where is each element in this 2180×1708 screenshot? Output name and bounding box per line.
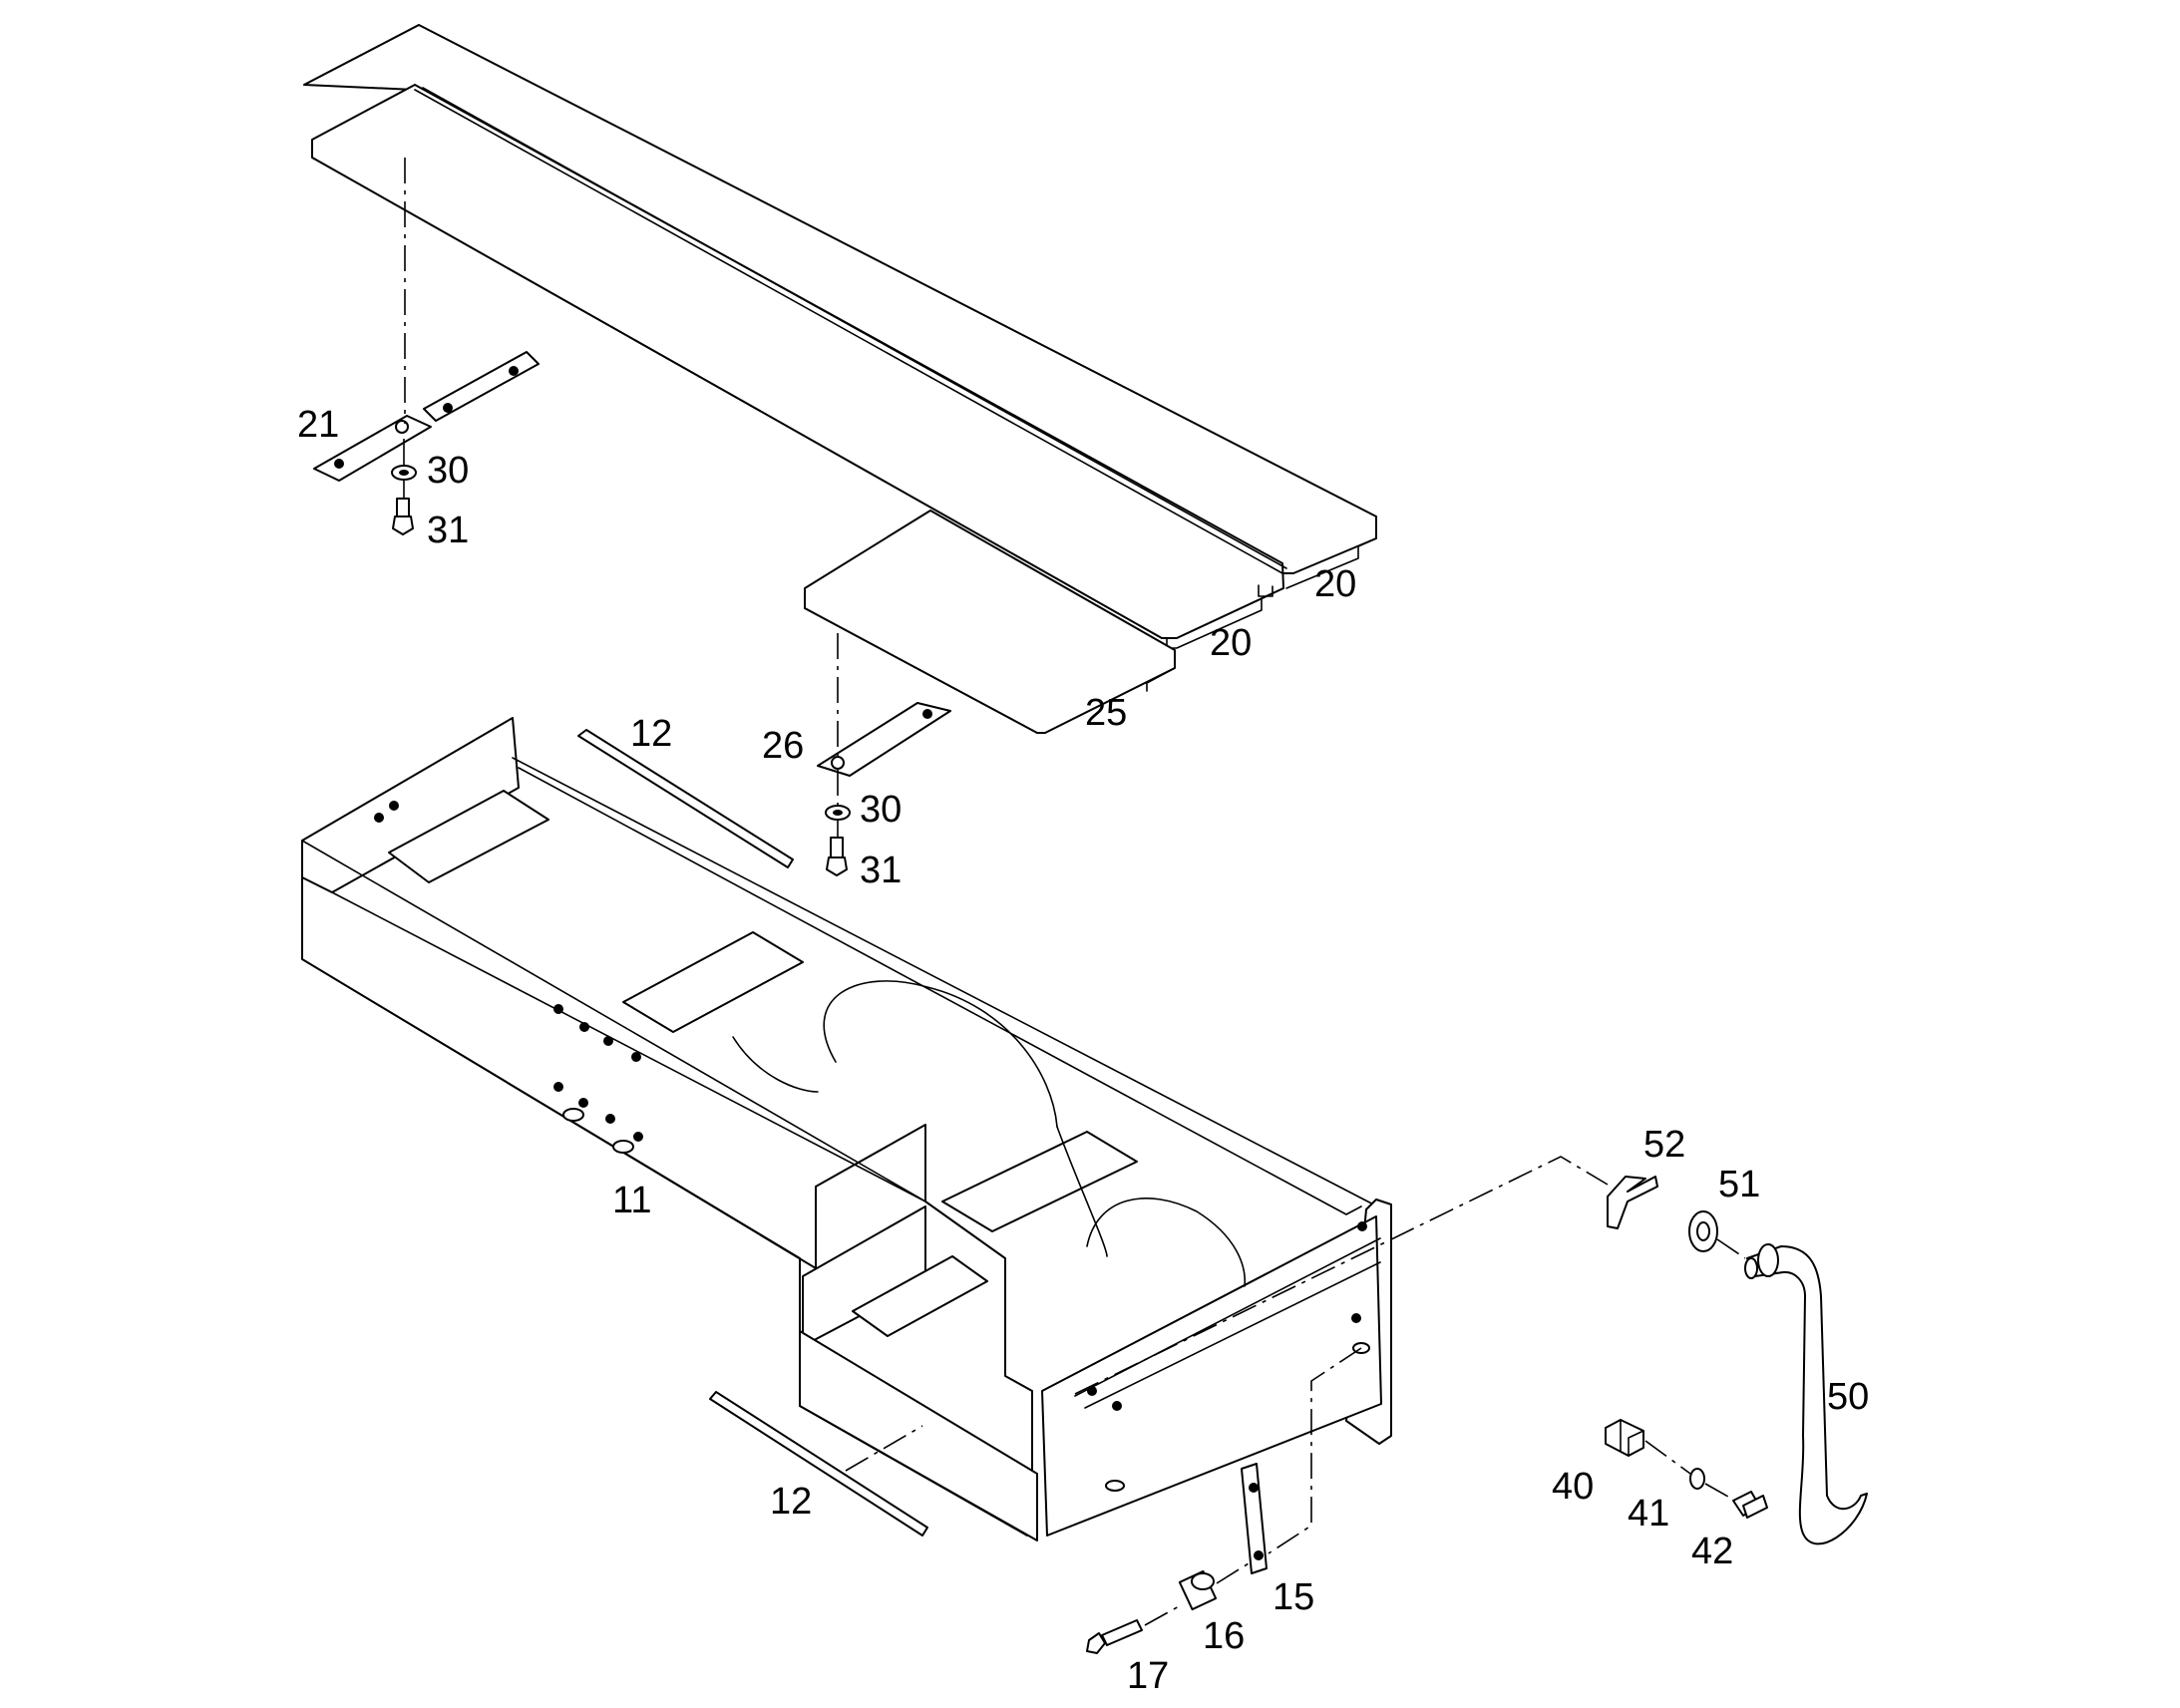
callout-12-lower: 12 <box>770 1481 812 1523</box>
callout-16: 16 <box>1203 1615 1245 1657</box>
callout-17: 17 <box>1127 1655 1169 1697</box>
spacer-16 <box>1178 1569 1218 1611</box>
cover-panel-front <box>311 84 1287 661</box>
callout-12-upper: 12 <box>630 713 672 755</box>
cover-panel-rear <box>303 24 1377 589</box>
seal-strip-upper <box>577 729 794 868</box>
mounting-strip-21b <box>423 351 540 422</box>
washer-30a <box>391 465 417 481</box>
callout-51: 51 <box>1718 1164 1760 1205</box>
callout-26: 26 <box>762 725 804 767</box>
washer-30b <box>825 805 851 821</box>
callout-21: 21 <box>297 404 339 446</box>
screw-42 <box>1732 1491 1768 1519</box>
clip-52 <box>1607 1176 1658 1229</box>
mounting-strip-26 <box>817 702 951 777</box>
bolt-17 <box>1086 1619 1143 1654</box>
callout-50: 50 <box>1827 1376 1869 1418</box>
main-frame <box>301 717 1392 1541</box>
callout-41: 41 <box>1628 1493 1669 1535</box>
washer-51 <box>1688 1210 1718 1252</box>
callout-30-lower: 30 <box>860 789 902 831</box>
callout-25: 25 <box>1085 692 1127 734</box>
callout-15: 15 <box>1272 1576 1314 1618</box>
screw-31a <box>392 498 414 535</box>
callout-52: 52 <box>1643 1124 1685 1166</box>
callout-40: 40 <box>1552 1466 1594 1508</box>
tow-plate-15 <box>1241 1463 1268 1574</box>
callout-20-front: 20 <box>1210 622 1252 664</box>
callout-42: 42 <box>1691 1531 1733 1572</box>
lock-block-40 <box>1605 1419 1644 1457</box>
cover-panel-short <box>804 510 1176 734</box>
callout-31-upper: 31 <box>427 510 469 551</box>
washer-41 <box>1689 1468 1705 1490</box>
callout-30-upper: 30 <box>427 450 469 492</box>
callout-11: 11 <box>612 1180 651 1221</box>
seal-strip-lower <box>709 1391 928 1537</box>
assembly-center-lines <box>403 158 1746 1626</box>
callout-20-rear: 20 <box>1314 563 1356 605</box>
callout-31-lower: 31 <box>860 850 902 891</box>
handle-rod-50 <box>1744 1243 1868 1545</box>
screw-31b <box>826 837 848 876</box>
